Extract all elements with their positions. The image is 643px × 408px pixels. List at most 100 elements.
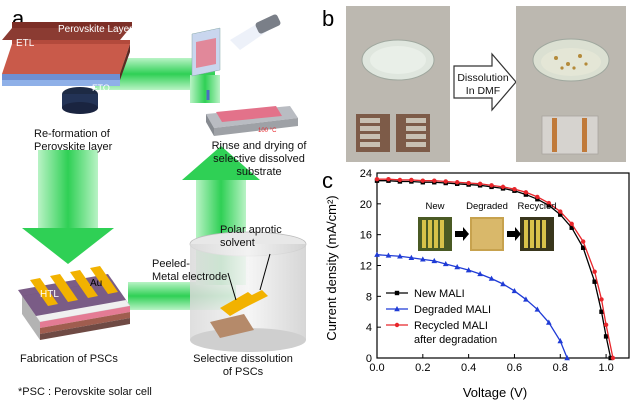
data-point-0-22 <box>608 355 613 361</box>
y-tick-label: 4 <box>366 322 372 334</box>
data-point-1-5 <box>431 257 438 264</box>
data-point-0-19 <box>592 279 597 284</box>
x-tick-label: 0.4 <box>461 362 476 374</box>
device-photo-inset <box>418 217 554 251</box>
label-peeled-electrode: Peeled- Metal electrode <box>152 258 228 283</box>
data-point-0-20 <box>599 309 604 314</box>
x-tick-label: 0.6 <box>507 362 522 374</box>
data-point-2-10 <box>489 183 494 188</box>
data-point-2-4 <box>420 178 426 183</box>
data-point-1-1 <box>385 252 392 258</box>
y-tick-label: 16 <box>360 230 372 242</box>
data-point-2-12 <box>512 186 517 192</box>
dissolution-beaker <box>189 231 307 352</box>
data-point-0-18 <box>580 245 586 250</box>
data-point-1-4 <box>420 256 426 262</box>
inset-label-recycled: Recycled <box>517 201 556 212</box>
data-point-2-22 <box>610 355 616 361</box>
data-point-2-1 <box>386 176 391 182</box>
data-point-2-7 <box>454 180 460 185</box>
data-point-2-15 <box>546 200 552 206</box>
psc-device <box>18 266 131 340</box>
chart-legend: New MALI Degraded MALI Recycled MALI after … <box>386 288 497 346</box>
data-point-2-11 <box>500 184 506 190</box>
footnote: *PSC : Perovskite solar cell <box>18 386 152 398</box>
inset-label-degraded: Degraded <box>466 201 508 212</box>
data-point-2-18 <box>580 239 586 244</box>
y-axis-label: Current density (mA/cm²) <box>324 195 339 340</box>
data-point-0-14 <box>535 197 540 202</box>
data-point-2-21 <box>603 322 609 328</box>
photo-before-dissolution <box>346 6 450 162</box>
dissolution-arrow <box>453 52 517 112</box>
data-point-1-14 <box>534 306 541 312</box>
label-dissolution-dmf: Dissolution In DMF <box>457 72 509 97</box>
data-point-1-16 <box>557 338 564 344</box>
data-point-2-20 <box>599 297 604 302</box>
data-point-1-12 <box>511 287 518 294</box>
data-point-1-0 <box>374 251 380 257</box>
hot-plate <box>206 106 298 136</box>
data-point-2-3 <box>409 177 414 183</box>
x-tick-label: 0.0 <box>369 362 384 374</box>
data-point-1-8 <box>465 267 472 273</box>
data-point-2-16 <box>558 209 563 214</box>
label-htl: HTL <box>40 289 59 300</box>
flow-arrow-rinse <box>190 75 220 103</box>
photo-after-dissolution <box>516 6 626 162</box>
data-point-2-13 <box>523 190 529 195</box>
data-point-2-0 <box>374 176 380 182</box>
legend-marker-0 <box>394 290 400 296</box>
legend-label-2: Recycled MALI <box>414 320 488 332</box>
data-point-1-9 <box>477 270 483 277</box>
y-tick-label: 8 <box>366 291 372 303</box>
label-hotplate-temp: 100 °C <box>258 128 277 134</box>
data-point-1-10 <box>488 275 495 281</box>
legend-label-2: after degradation <box>414 334 497 346</box>
data-point-0-21 <box>603 334 609 339</box>
data-point-0-15 <box>546 203 552 208</box>
sample-holder <box>62 87 98 114</box>
data-point-1-3 <box>408 254 415 260</box>
data-point-2-17 <box>569 221 574 227</box>
legend-marker-1 <box>394 306 400 312</box>
y-tick-label: 24 <box>360 168 372 180</box>
panel-b-letter: b <box>322 6 335 31</box>
label-rinse: Rinse and drying of selective dissolved … <box>211 140 307 178</box>
y-tick-label: 0 <box>366 353 372 365</box>
recycling-schematic <box>2 14 307 352</box>
data-point-2-6 <box>443 179 448 184</box>
label-reformation: Re-formation of Perovskite layer <box>34 128 113 153</box>
data-point-1-2 <box>397 253 403 259</box>
x-tick-label: 1.0 <box>598 362 613 374</box>
data-point-1-17 <box>564 355 570 361</box>
data-point-2-19 <box>592 269 597 274</box>
label-polar-solvent: Polar aprotic solvent <box>220 224 282 249</box>
data-point-2-2 <box>397 177 403 183</box>
perovskite-stack <box>2 22 132 86</box>
data-point-2-9 <box>477 181 483 186</box>
label-perovskite-layer: Perovskite Layer <box>58 24 133 35</box>
x-axis-label: Voltage (V) <box>463 385 527 400</box>
data-point-1-6 <box>442 260 449 267</box>
x-tick-label: 0.2 <box>415 362 430 374</box>
panel-c-letter: c <box>322 168 333 193</box>
y-tick-label: 12 <box>360 261 372 273</box>
legend-label-1: Degraded MALI <box>414 304 491 316</box>
data-point-2-14 <box>535 194 540 200</box>
legend-label-0: New MALI <box>414 288 465 300</box>
x-tick-label: 0.8 <box>553 362 568 374</box>
legend-marker-2 <box>394 322 400 328</box>
data-point-1-15 <box>546 319 552 325</box>
label-fabrication: Fabrication of PSCs <box>20 353 118 365</box>
data-point-1-7 <box>454 264 460 270</box>
rinse-substrate <box>191 14 281 77</box>
data-point-1-11 <box>500 281 506 287</box>
data-point-0-17 <box>569 225 574 230</box>
data-point-2-8 <box>466 180 471 186</box>
data-point-2-5 <box>432 178 437 183</box>
y-tick-label: 20 <box>360 199 372 211</box>
flow-arrow-down <box>22 150 114 264</box>
